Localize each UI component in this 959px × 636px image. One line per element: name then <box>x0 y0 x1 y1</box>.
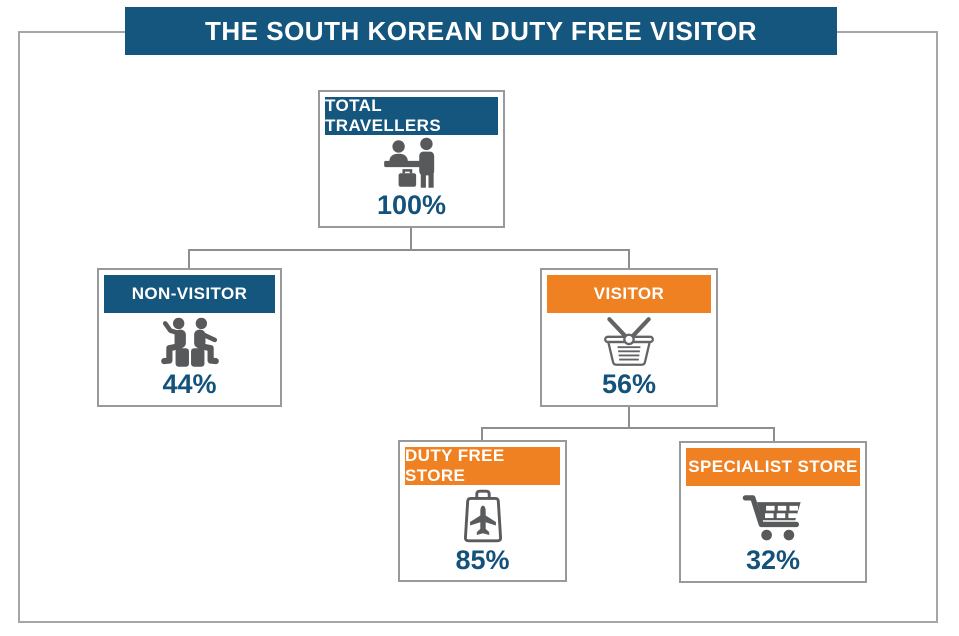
shopping-cart-icon <box>739 486 807 547</box>
node-value: 32% <box>745 545 801 575</box>
page-title: THE SOUTH KOREAN DUTY FREE VISITOR <box>205 15 757 46</box>
connector-line <box>410 227 412 250</box>
node-value: 100% <box>376 190 447 220</box>
node-specialist-store: SPECIALIST STORE 32% <box>679 441 867 583</box>
node-value: 56% <box>601 369 657 399</box>
node-header: TOTAL TRAVELLERS <box>325 96 498 135</box>
connector-line <box>188 249 630 251</box>
node-header: NON-VISITOR <box>104 275 275 313</box>
node-header: SPECIALIST STORE <box>686 448 860 486</box>
node-visitor: VISITOR 56% <box>540 268 718 407</box>
node-value: 44% <box>162 369 217 399</box>
node-label: DUTY FREE STORE <box>405 446 505 485</box>
node-label: NON-VISITOR <box>131 284 248 303</box>
title-bar: THE SOUTH KOREAN DUTY FREE VISITOR <box>125 7 837 55</box>
node-header: DUTY FREE STORE <box>405 446 560 485</box>
node-label: SPECIALIST STORE <box>688 457 858 476</box>
node-label: VISITOR <box>593 284 665 303</box>
connector-line <box>188 249 190 268</box>
node-total-travellers: TOTAL TRAVELLERS 100% <box>318 90 505 228</box>
check-in-desk-icon <box>379 135 445 192</box>
connector-line <box>628 249 630 268</box>
node-non-visitor: NON-VISITOR 44% <box>97 268 282 407</box>
connector-line <box>481 427 483 440</box>
node-value: 85% <box>455 545 510 575</box>
seated-passengers-icon <box>157 313 223 371</box>
connector-line <box>628 406 630 428</box>
shopping-basket-icon <box>595 313 663 371</box>
connector-line <box>773 427 775 441</box>
connector-line <box>481 427 775 429</box>
node-label: TOTAL TRAVELLERS <box>325 96 442 135</box>
node-duty-free-store: DUTY FREE STORE 85% <box>398 440 567 582</box>
node-header: VISITOR <box>547 275 711 313</box>
duty-free-bag-icon <box>456 485 510 547</box>
